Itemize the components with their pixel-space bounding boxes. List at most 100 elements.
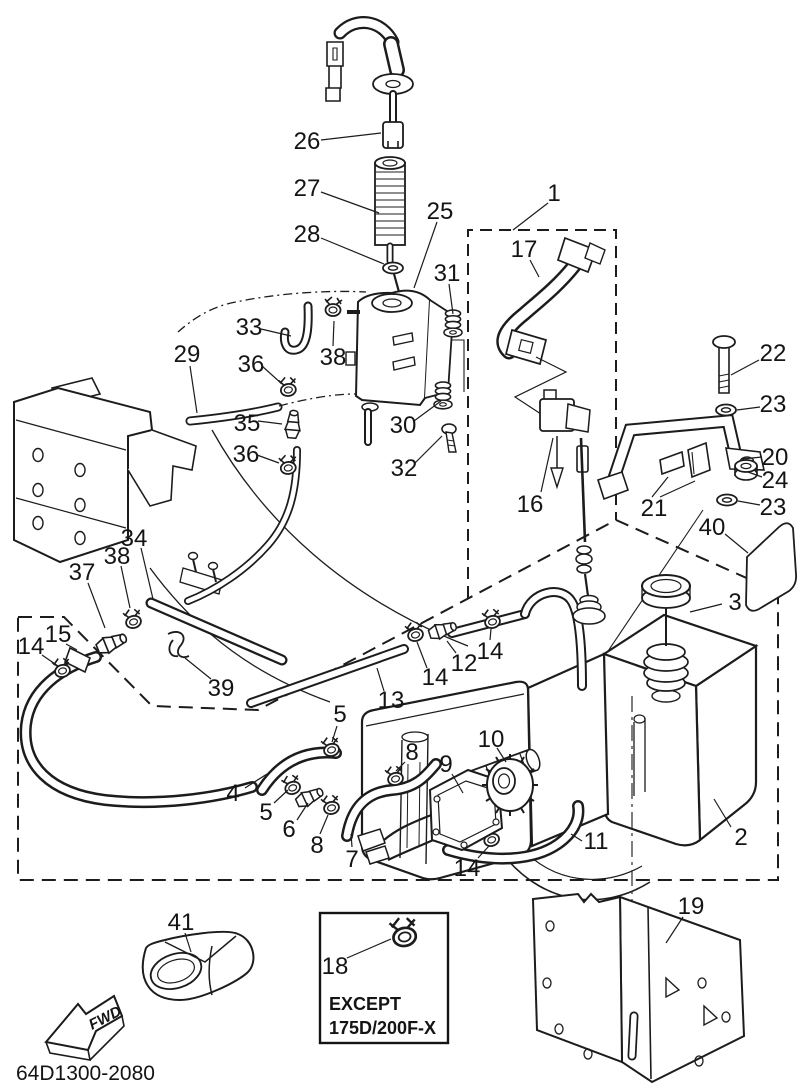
hose-33-inner <box>281 303 311 353</box>
callout-39: 39 <box>208 675 235 702</box>
callout-14: 14 <box>422 664 449 691</box>
pump-knob-10 <box>482 754 538 816</box>
callout-37: 37 <box>69 559 96 586</box>
callout-9: 9 <box>439 751 452 778</box>
callout-5: 5 <box>259 799 272 826</box>
callout-15: 15 <box>45 621 72 648</box>
callout-leader-23 <box>737 500 761 506</box>
nut-24 <box>734 459 758 473</box>
sender-rod <box>579 437 587 543</box>
oil-filter-27 <box>374 156 406 293</box>
engine-area-dashed-box <box>17 518 779 881</box>
callout-leader-24 <box>747 471 763 478</box>
callout-36: 36 <box>233 441 260 468</box>
hose-29-group <box>177 290 367 426</box>
callout-33: 33 <box>236 314 263 341</box>
callout-10: 10 <box>478 726 505 753</box>
drawing-number: 64D1300-2080 <box>16 1062 155 1085</box>
callout-leader-14 <box>41 654 59 667</box>
callout-32: 32 <box>391 455 418 482</box>
callout-leader-11 <box>570 833 583 842</box>
note-box: EXCEPT 175D/200F-X <box>318 911 450 1045</box>
callout-1: 1 <box>547 180 560 207</box>
callout-leader-38 <box>332 320 335 347</box>
callout-leader-10 <box>496 747 507 763</box>
callout-leader-2 <box>713 798 732 828</box>
callout-16: 16 <box>517 491 544 518</box>
callout-23: 23 <box>760 391 787 418</box>
callout-6: 6 <box>282 816 295 843</box>
hose-13-inner <box>248 646 407 706</box>
dashed-assembly-boundaries <box>17 229 779 881</box>
callout-leader-20 <box>741 456 763 460</box>
joint-37 <box>93 628 130 658</box>
oil-level-sensor-assembly <box>496 236 606 597</box>
callout-leader-35 <box>257 420 283 425</box>
callout-28: 28 <box>294 221 321 248</box>
callout-18: 18 <box>322 953 349 980</box>
callout-41: 41 <box>168 909 195 936</box>
callout-35: 35 <box>234 410 261 437</box>
bolt-22-head <box>712 335 736 349</box>
callout-27: 27 <box>294 175 321 202</box>
callout-leader-14 <box>477 845 490 859</box>
callout-leader-37 <box>87 582 106 629</box>
callout-11: 11 <box>584 828 609 855</box>
callout-leader-23 <box>736 406 761 411</box>
oil-pump-assembly <box>357 748 541 865</box>
bracket-slot-inner <box>629 1013 637 1059</box>
callout-leader-7 <box>350 833 353 848</box>
callout-leader-5 <box>331 725 338 743</box>
note-box-border <box>318 911 450 1045</box>
sub-oil-tank <box>184 289 465 605</box>
callout-8: 8 <box>310 832 323 859</box>
callout-leader-6 <box>296 802 309 821</box>
callout-leader-30 <box>413 400 442 422</box>
callout-leader-15 <box>65 643 78 651</box>
callout-26: 26 <box>294 128 321 155</box>
callout-leader-1 <box>512 202 549 231</box>
callout-leader-26 <box>320 132 382 141</box>
washer-23-upper <box>715 403 737 417</box>
sleeve-15 <box>64 646 91 674</box>
callout-22: 22 <box>760 340 787 367</box>
main-hose-loop-inner <box>22 653 256 806</box>
callout-leader-39 <box>184 657 212 680</box>
callout-leader-19 <box>665 916 684 944</box>
callout-leader-17 <box>529 259 540 278</box>
callout-leader-33 <box>260 328 292 337</box>
callout-leader-9 <box>451 773 464 794</box>
callout-24: 24 <box>762 467 789 494</box>
clamp-38-top <box>324 296 343 317</box>
sub-tank-hose-inner <box>185 447 300 604</box>
hose-11-inner <box>444 802 582 862</box>
o-ring-28 <box>382 261 404 275</box>
engine-bracket <box>13 377 197 564</box>
note-line-2: 175D/200F-X <box>329 1018 436 1038</box>
damper-21-a <box>659 450 685 476</box>
tank-arch-pipe-inner <box>522 589 585 689</box>
callout-leader-8 <box>319 814 329 835</box>
callout-leader-36 <box>261 365 283 385</box>
callout-leader-21 <box>651 476 669 498</box>
joint-35 <box>283 409 303 440</box>
tank-bracket-fasteners <box>597 335 766 507</box>
callout-leader-38 <box>120 565 131 609</box>
callout-40: 40 <box>699 514 726 541</box>
clamp-8-lower <box>319 792 343 817</box>
callout-25: 25 <box>427 198 454 225</box>
clamp-5-lower <box>279 771 305 798</box>
damper-21-b <box>687 441 711 479</box>
callout-38: 38 <box>320 344 347 371</box>
callout-3: 3 <box>728 589 741 616</box>
connector-17-bottom <box>504 328 548 366</box>
callout-8: 8 <box>405 739 418 766</box>
sensor-hose-17-inner <box>498 261 579 357</box>
callout-12: 12 <box>451 650 478 677</box>
callout-29: 29 <box>174 341 201 368</box>
callout-leader-29 <box>189 365 198 414</box>
callout-13: 13 <box>378 687 405 714</box>
pipe-34-inner <box>147 599 286 664</box>
hose-7-inner <box>343 760 440 840</box>
